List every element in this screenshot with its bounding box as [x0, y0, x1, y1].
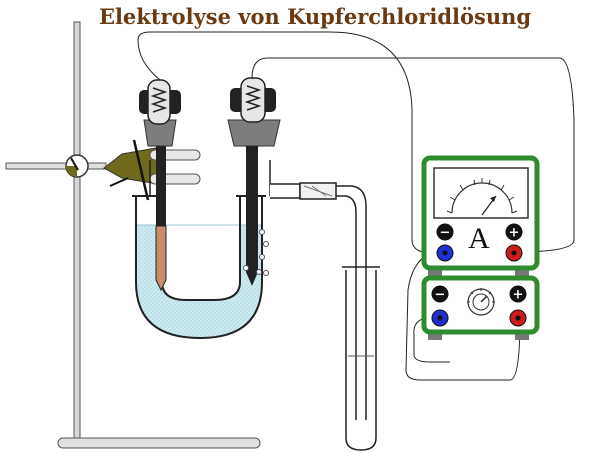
svg-text:+: + [509, 226, 520, 241]
u-tube [132, 160, 367, 420]
svg-text:−: − [435, 288, 446, 303]
clamp-arm [5, 162, 107, 170]
plus-terminal-icon[interactable] [505, 244, 523, 262]
ammeter-minus-sign: − [436, 223, 454, 241]
stand-rod [73, 21, 81, 441]
power-supply-minus-sign: − [431, 285, 449, 303]
power-supply: − + [421, 275, 540, 340]
svg-text:+: + [513, 288, 524, 303]
diagram-title: Elektrolyse von Kupferchloridlösung [99, 4, 531, 29]
ammeter-dial-window [433, 167, 529, 219]
ammeter-plus-sign: + [505, 223, 523, 241]
wire-anode-to-ammeter [251, 57, 575, 253]
ammeter: A − + [421, 155, 540, 276]
power-supply-plus-sign: + [509, 285, 527, 303]
svg-text:−: − [440, 226, 451, 241]
right-stopper [227, 119, 281, 147]
gas-delivery-tube [336, 185, 367, 420]
minus-terminal-icon[interactable] [431, 309, 449, 327]
wire-cathode-to-ammeter [137, 31, 441, 254]
test-tube [342, 266, 380, 451]
wire-ammeter-to-supply-minus [405, 252, 521, 381]
ring-stand [5, 21, 261, 449]
wiring [137, 31, 575, 381]
minus-terminal-icon[interactable] [436, 244, 454, 262]
meter-dial-icon [446, 178, 518, 216]
stand-base [57, 437, 261, 449]
plus-terminal-icon[interactable] [509, 309, 527, 327]
ammeter-unit-label: A [468, 222, 490, 255]
anode-electrode [227, 77, 281, 286]
knob-icon[interactable] [467, 288, 495, 316]
copper-chloride-solution [136, 225, 262, 338]
chlorine-bubbles [243, 229, 269, 276]
cathode-electrode [139, 79, 181, 292]
